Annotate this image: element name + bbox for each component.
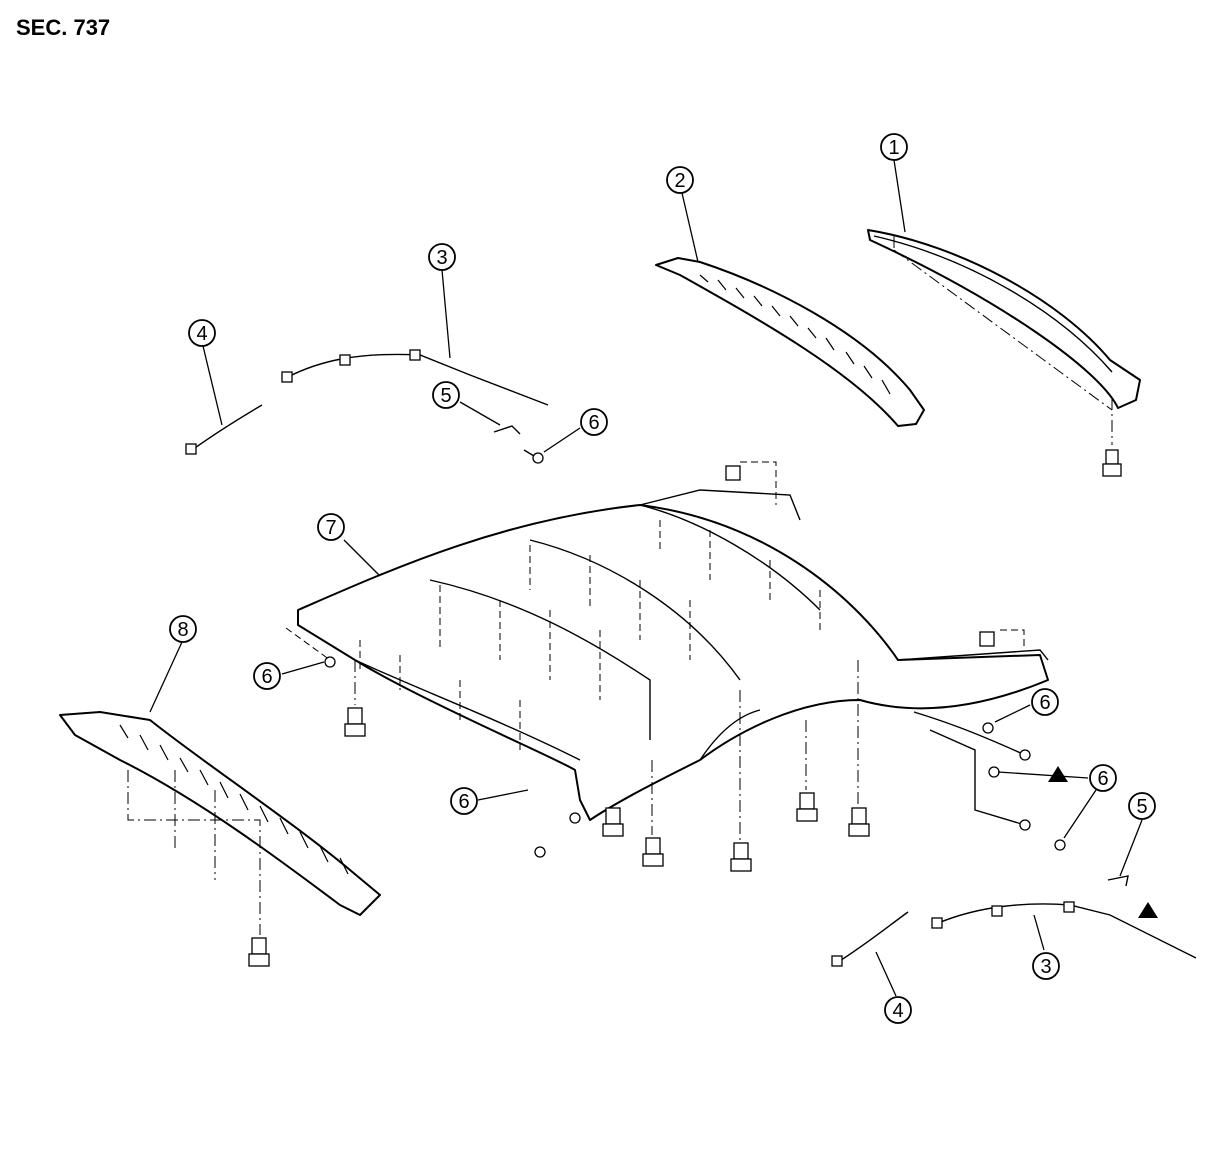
svg-text:1: 1 bbox=[888, 137, 899, 159]
svg-text:8: 8 bbox=[177, 619, 188, 641]
svg-text:5: 5 bbox=[1136, 796, 1147, 818]
triangle-mark-upper bbox=[1048, 766, 1068, 782]
right-harness-bracket bbox=[913, 711, 1031, 831]
part-1-clip-icon bbox=[1102, 449, 1122, 477]
leader-1 bbox=[893, 159, 906, 233]
callout-3-lower: 3 bbox=[1032, 952, 1060, 980]
callout-2: 2 bbox=[666, 166, 694, 194]
svg-text:6: 6 bbox=[588, 412, 599, 434]
part-6-bolt-upper bbox=[523, 449, 544, 464]
leader-6-lower bbox=[477, 789, 529, 801]
callout-6-cluster: 6 bbox=[1089, 764, 1117, 792]
callout-6-left: 6 bbox=[253, 662, 281, 690]
part-5-clip-lower bbox=[1107, 875, 1129, 887]
part-5-clip-upper bbox=[493, 425, 521, 435]
part-7-bolt-eyelet bbox=[569, 812, 581, 824]
svg-text:7: 7 bbox=[325, 517, 336, 539]
section-label: SEC. 737 bbox=[16, 15, 110, 40]
leader-5-lower bbox=[1119, 819, 1143, 877]
callout-7: 7 bbox=[317, 513, 345, 541]
leader-6-left bbox=[281, 661, 325, 675]
part-4-strap-lower bbox=[831, 911, 909, 967]
leader-5-upper bbox=[459, 401, 501, 426]
leader-6-right bbox=[994, 704, 1031, 723]
callout-5-lower: 5 bbox=[1128, 792, 1156, 820]
svg-text:6: 6 bbox=[1039, 692, 1050, 714]
svg-text:4: 4 bbox=[892, 1000, 903, 1022]
leader-6-upper bbox=[543, 427, 581, 453]
leader-4-lower bbox=[875, 951, 897, 997]
leader-3-upper bbox=[441, 269, 451, 359]
part-3-harness-upper bbox=[281, 349, 549, 406]
callout-4-upper: 4 bbox=[188, 319, 216, 347]
svg-text:4: 4 bbox=[196, 323, 207, 345]
callout-6-right: 6 bbox=[1031, 688, 1059, 716]
svg-text:2: 2 bbox=[674, 170, 685, 192]
part-3-harness-lower bbox=[931, 901, 1197, 959]
part-8-clip-icon bbox=[248, 937, 270, 967]
svg-text:5: 5 bbox=[440, 385, 451, 407]
part-7-headliner bbox=[285, 461, 1049, 872]
bolt-cluster-right bbox=[982, 722, 1066, 851]
callout-1: 1 bbox=[880, 133, 908, 161]
callout-6-lower: 6 bbox=[450, 787, 478, 815]
part-7-clip-icon bbox=[344, 465, 995, 872]
leader-2 bbox=[681, 192, 699, 263]
part-7-bolt-left bbox=[324, 656, 336, 668]
svg-text:3: 3 bbox=[1040, 956, 1051, 978]
leader-4-upper bbox=[202, 345, 223, 426]
leader-8 bbox=[149, 641, 183, 713]
part-2-trim-panel bbox=[655, 257, 925, 427]
leader-6-cluster bbox=[997, 771, 1097, 839]
svg-text:6: 6 bbox=[261, 666, 272, 688]
callout-6-upper: 6 bbox=[580, 408, 608, 436]
part-4-strap-upper bbox=[185, 404, 263, 455]
part-1-front-molding bbox=[867, 229, 1141, 477]
part-7-bolt-lower bbox=[534, 846, 546, 858]
leader-3-lower bbox=[1033, 914, 1045, 951]
callout-4-lower: 4 bbox=[884, 996, 912, 1024]
callout-3-upper: 3 bbox=[428, 243, 456, 271]
callout-8: 8 bbox=[169, 615, 197, 643]
svg-text:3: 3 bbox=[436, 247, 447, 269]
leader-7 bbox=[343, 539, 381, 577]
svg-text:6: 6 bbox=[458, 791, 469, 813]
svg-text:6: 6 bbox=[1097, 768, 1108, 790]
callout-5-upper: 5 bbox=[432, 381, 460, 409]
triangle-mark-lower bbox=[1138, 902, 1158, 918]
part-8-rear-trim bbox=[59, 711, 381, 967]
